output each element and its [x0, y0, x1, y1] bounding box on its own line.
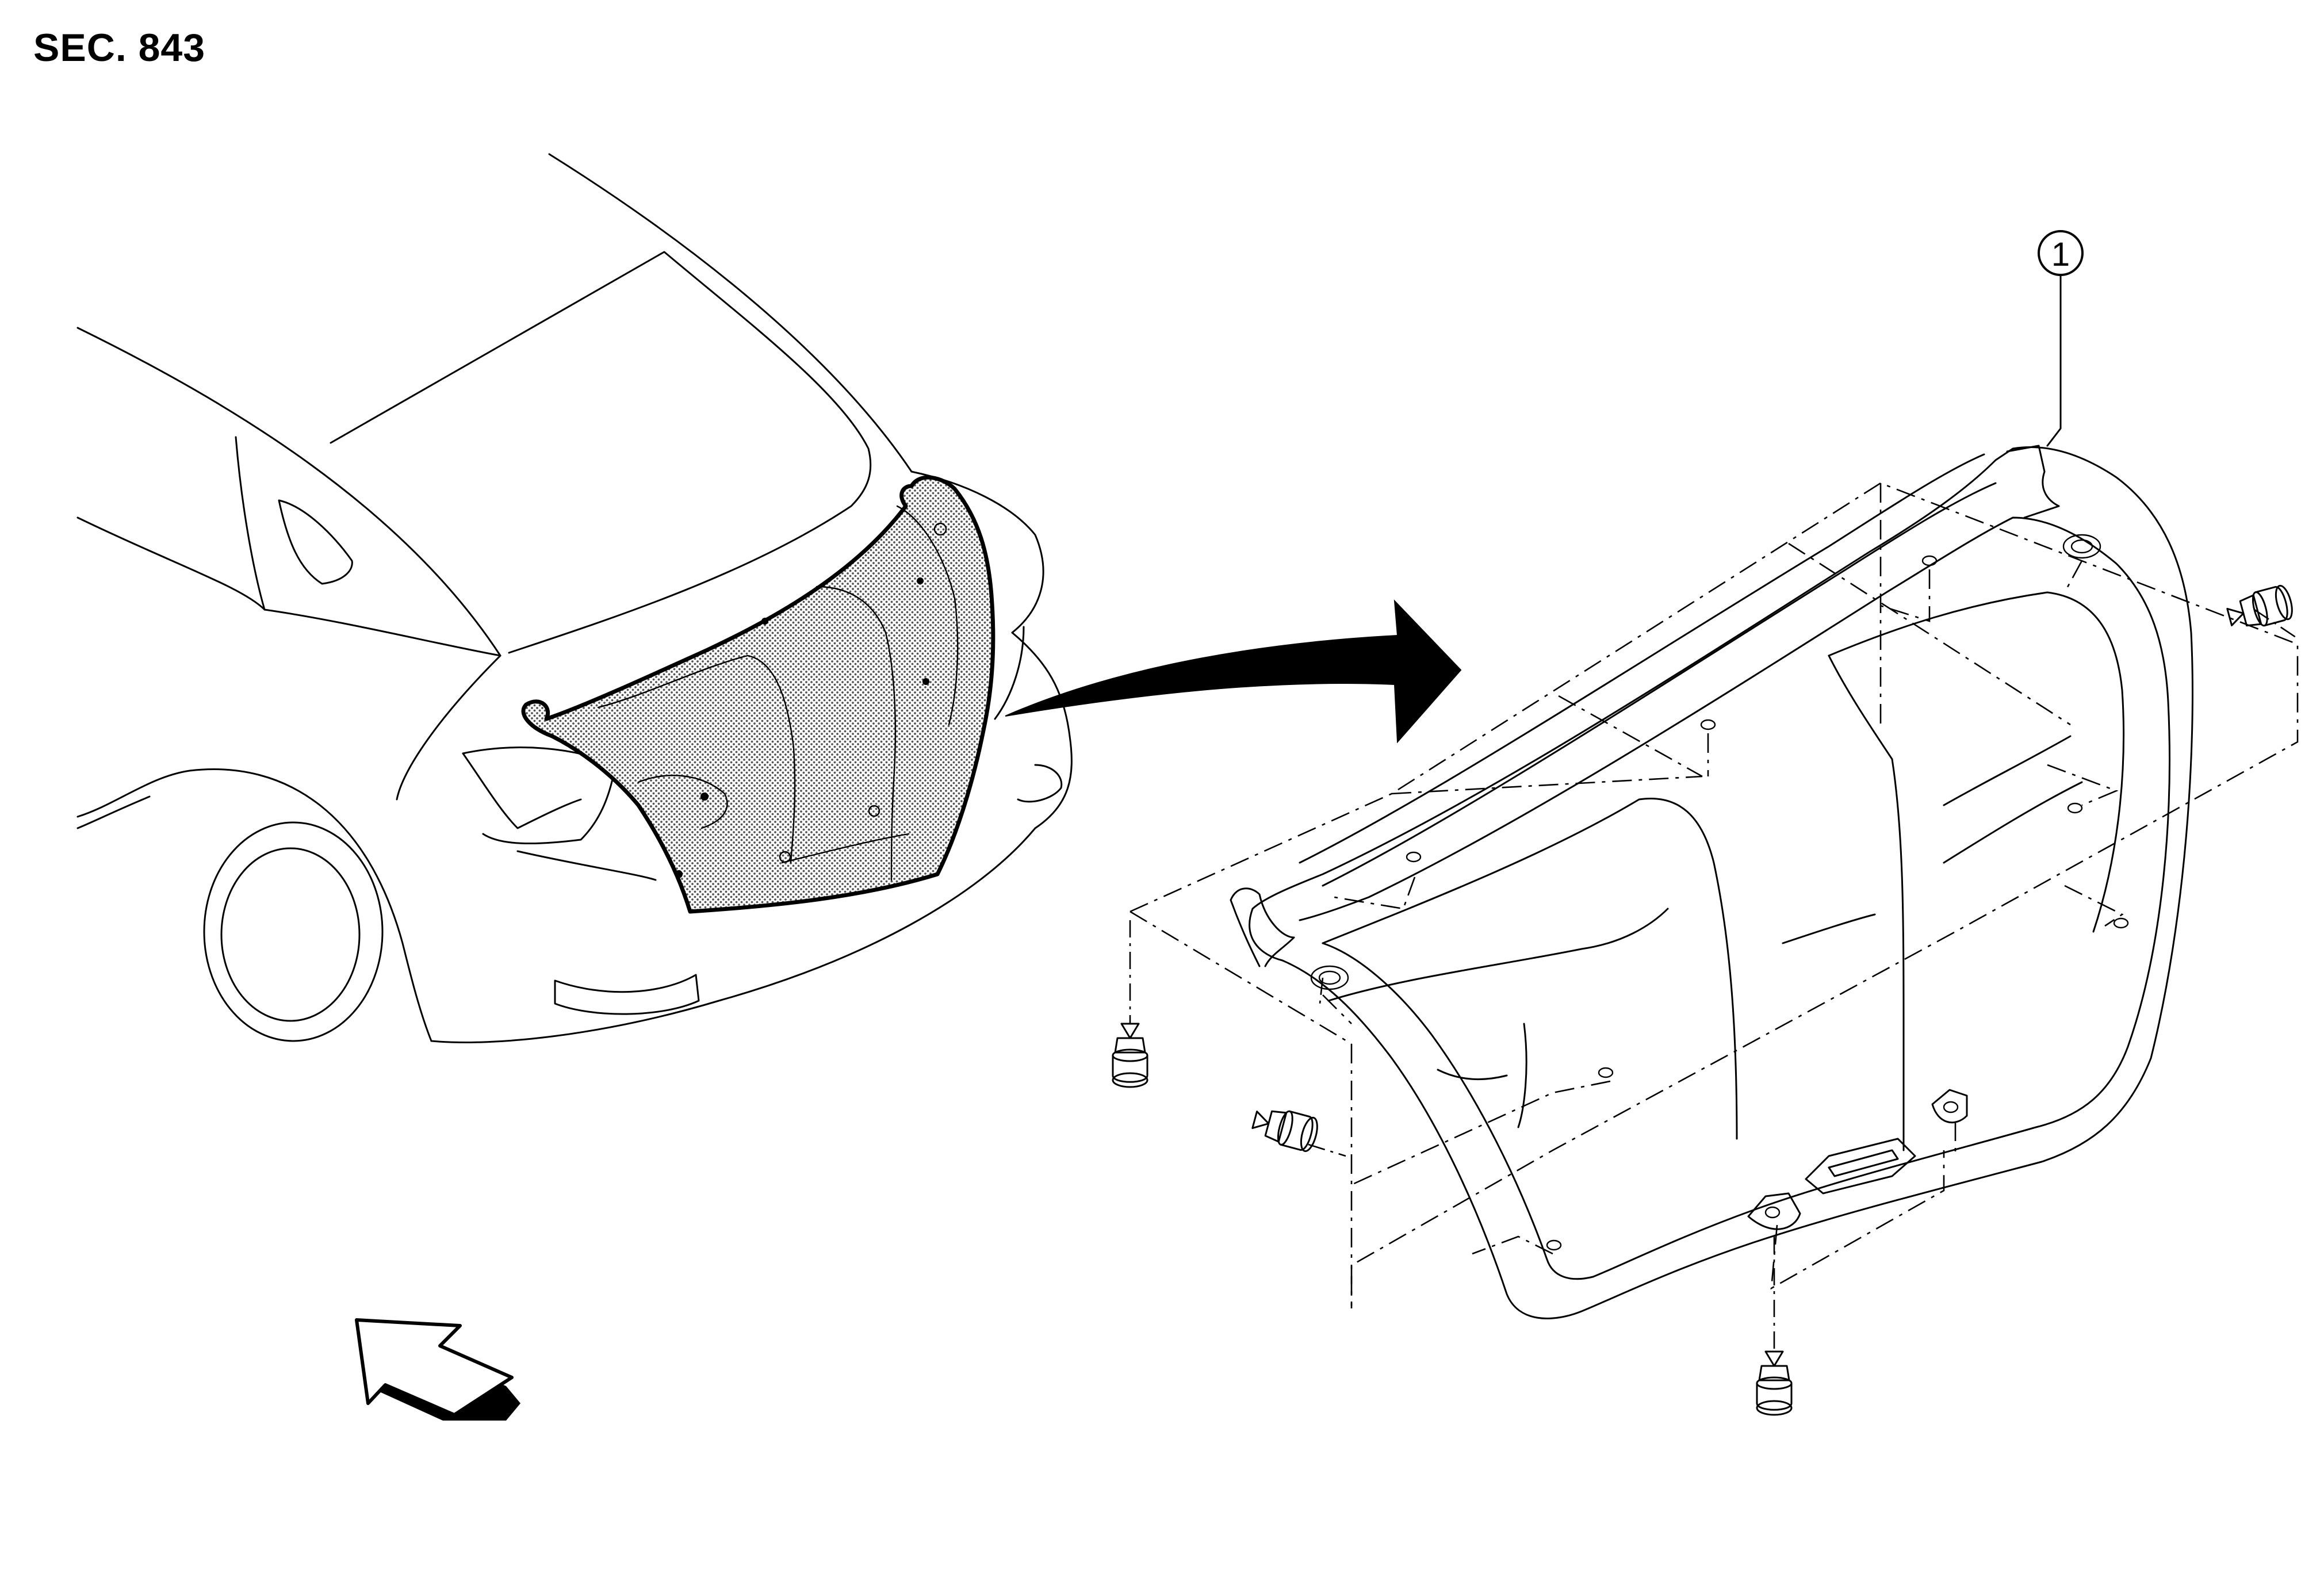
vehicle-rear-view — [76, 153, 1073, 1043]
push-clip-icon — [1756, 1350, 1793, 1416]
callout-1: 1 — [2038, 230, 2084, 447]
front-view-arrow-icon — [355, 1318, 520, 1421]
push-clip-icon — [1112, 1023, 1148, 1088]
push-clip-icon — [2226, 584, 2293, 627]
trunk-lid-finisher — [1230, 445, 2193, 1319]
section-label: SEC. 843 — [33, 26, 206, 70]
finisher-highlight — [521, 475, 996, 914]
callout-number: 1 — [2051, 236, 2070, 273]
exploded-guide-lines — [1129, 482, 2299, 1352]
push-clip-icon — [1251, 1110, 1318, 1153]
curved-arrow-icon — [1005, 599, 1462, 744]
